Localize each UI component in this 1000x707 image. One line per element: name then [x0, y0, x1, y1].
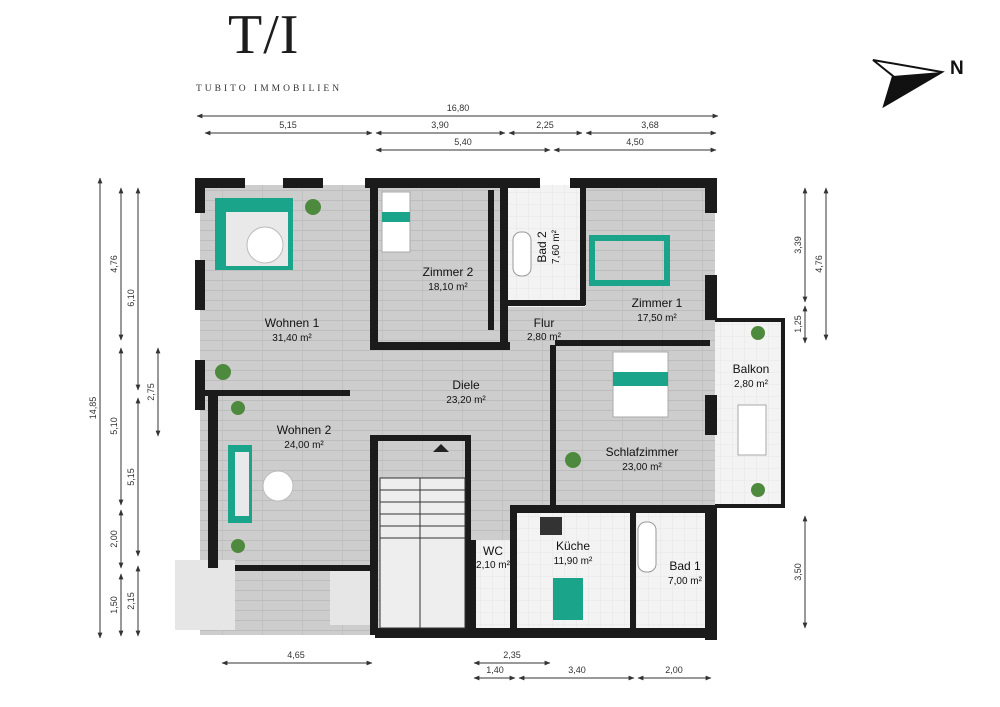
room-name: Diele [452, 378, 480, 392]
dim-label: 4,65 [287, 650, 305, 660]
furniture [215, 191, 767, 620]
dim-label: 3,68 [641, 120, 659, 130]
dim-label: 3,90 [431, 120, 449, 130]
room-name: Wohnen 1 [265, 316, 320, 330]
dim-label: 2,00 [109, 530, 119, 548]
room-name: Balkon [733, 362, 770, 376]
dim-label: 1,50 [109, 596, 119, 614]
dim-label: 6,10 [126, 289, 136, 307]
room-name: Schlafzimmer [606, 445, 679, 459]
room-area: 24,00 m² [284, 440, 324, 451]
dim-label: 3,39 [793, 236, 803, 254]
dimension-labels: 16,80 5,15 3,90 2,25 3,68 5,40 4,50 14,8… [88, 103, 824, 675]
room-area: 23,00 m² [622, 462, 662, 473]
north-label: N [950, 58, 964, 79]
room-area: 31,40 m² [272, 333, 312, 344]
dim-label: 3,50 [793, 563, 803, 581]
logo-company-name: TUBITO IMMOBILIEN [196, 84, 343, 94]
dim-label: 16,80 [447, 103, 470, 113]
room-area: 18,10 m² [428, 282, 468, 293]
room-name: Küche [556, 539, 590, 553]
dim-label: 14,85 [88, 397, 98, 420]
room-name: Zimmer 1 [632, 296, 683, 310]
staircase [379, 477, 466, 629]
room-area: 7,60 m² [551, 229, 562, 264]
room-area: 2,80 m² [527, 332, 562, 343]
room-name: Zimmer 2 [423, 265, 474, 279]
dim-label: 3,40 [568, 665, 586, 675]
dim-label: 2,75 [146, 383, 156, 401]
dim-label: 4,76 [109, 255, 119, 273]
dim-label: 2,35 [503, 650, 521, 660]
dim-label: 2,00 [665, 665, 683, 675]
dim-label: 2,15 [126, 592, 136, 610]
room-name: Flur [534, 316, 555, 330]
dim-label: 4,50 [626, 137, 644, 147]
room-area: 2,80 m² [734, 379, 769, 390]
room-area: 11,90 m² [554, 556, 593, 567]
room-area: 7,00 m² [668, 576, 703, 587]
room-area: 23,20 m² [446, 395, 486, 406]
dim-label: 1,40 [486, 665, 504, 675]
logo-mark: T/I [228, 4, 300, 66]
room-name: Bad 1 [669, 559, 701, 573]
dim-label: 5,40 [454, 137, 472, 147]
room-name: WC [483, 544, 503, 558]
room-area: 17,50 m² [637, 313, 677, 324]
room-name: Bad 2 [535, 231, 549, 263]
compass-arrow-icon [872, 59, 945, 109]
walls [195, 178, 785, 640]
stairs-up-arrow-icon [433, 444, 449, 452]
room-area: 2,10 m² [476, 560, 511, 571]
room-labels: Wohnen 1 31,40 m² Zimmer 2 18,10 m² Bad … [265, 229, 770, 587]
dim-label: 2,25 [536, 120, 554, 130]
dim-label: 4,76 [814, 255, 824, 273]
dimension-lines [97, 113, 829, 681]
room-name: Wohnen 2 [277, 423, 332, 437]
dim-label: 5,10 [109, 417, 119, 435]
dim-label: 1,25 [793, 315, 803, 333]
dim-label: 5,15 [126, 468, 136, 486]
dim-label: 5,15 [279, 120, 297, 130]
